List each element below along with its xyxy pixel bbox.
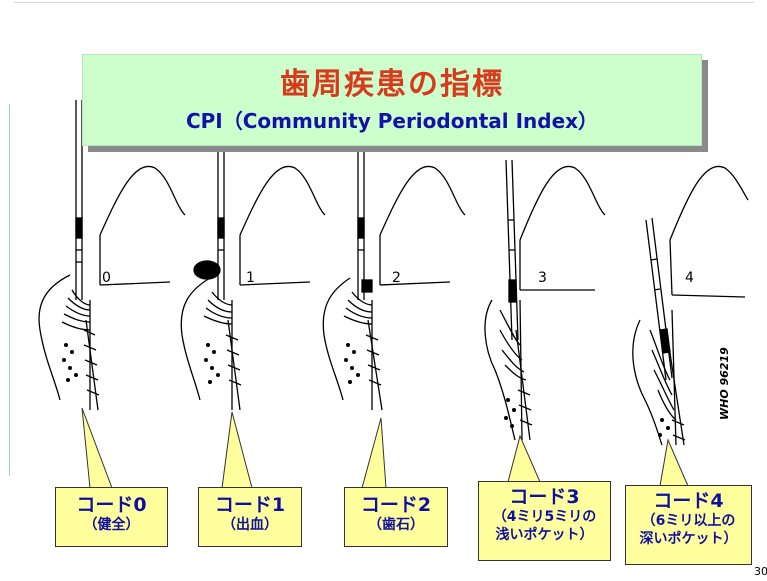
callout-4-pointer bbox=[659, 438, 689, 487]
tooth-2-illustration bbox=[322, 165, 466, 411]
callout-0-pointer bbox=[81, 407, 113, 489]
callout-code-3: コード3 （4ミリ5ミリの 浅いポケット） bbox=[478, 481, 611, 561]
who-figure-label: WHO 96219 bbox=[718, 347, 731, 420]
tooth-label-1: 1 bbox=[246, 270, 255, 286]
callout-code-3-title: コード3 bbox=[509, 486, 580, 508]
callout-code-4-desc-1: （6ミリ以上の bbox=[641, 513, 736, 529]
callout-code-0: コード0 （健全） bbox=[55, 487, 168, 547]
tooth-label-0: 0 bbox=[102, 270, 111, 286]
callout-code-3-desc-2: 浅いポケット） bbox=[495, 527, 594, 543]
gum-texture bbox=[62, 343, 670, 437]
tooth-3-illustration bbox=[484, 165, 606, 441]
callout-code-0-desc: （健全） bbox=[83, 517, 140, 533]
callout-code-1: コード1 （出血） bbox=[198, 487, 302, 547]
callout-code-2-title: コード2 bbox=[360, 494, 432, 516]
tooth-label-3: 3 bbox=[538, 270, 547, 286]
page-title: 歯周疾患の指標 bbox=[280, 67, 504, 102]
callout-code-1-desc: （出血） bbox=[222, 517, 278, 533]
callout-code-4-title: コード4 bbox=[653, 490, 724, 512]
tooth-4-illustration bbox=[632, 165, 749, 446]
callout-2-pointer bbox=[361, 417, 387, 489]
tooth-label-2: 2 bbox=[392, 270, 401, 286]
title-box: 歯周疾患の指標 CPI（Community Periodontal Index） bbox=[82, 54, 702, 146]
callout-code-4-desc-2: 深いポケット） bbox=[639, 531, 738, 547]
callout-code-0-title: コード0 bbox=[76, 494, 147, 516]
callout-code-2: コード2 （歯石） bbox=[344, 487, 448, 547]
callout-code-2-desc: （歯石） bbox=[368, 517, 424, 533]
top-rule bbox=[14, 2, 754, 3]
callout-code-1-title: コード1 bbox=[214, 494, 286, 516]
tooth-0-illustration bbox=[38, 165, 186, 411]
tooth-label-4: 4 bbox=[685, 270, 694, 286]
callout-code-3-desc-1: （4ミリ5ミリの bbox=[492, 509, 597, 525]
page-subtitle: CPI（Community Periodontal Index） bbox=[185, 109, 599, 133]
tooth-1-illustration bbox=[180, 165, 326, 411]
callout-3-pointer bbox=[507, 434, 541, 483]
callout-code-4: コード4 （6ミリ以上の 深いポケット） bbox=[625, 485, 752, 565]
callout-1-pointer bbox=[221, 411, 253, 489]
left-rule bbox=[9, 104, 10, 476]
page-number: 30 bbox=[754, 565, 767, 578]
